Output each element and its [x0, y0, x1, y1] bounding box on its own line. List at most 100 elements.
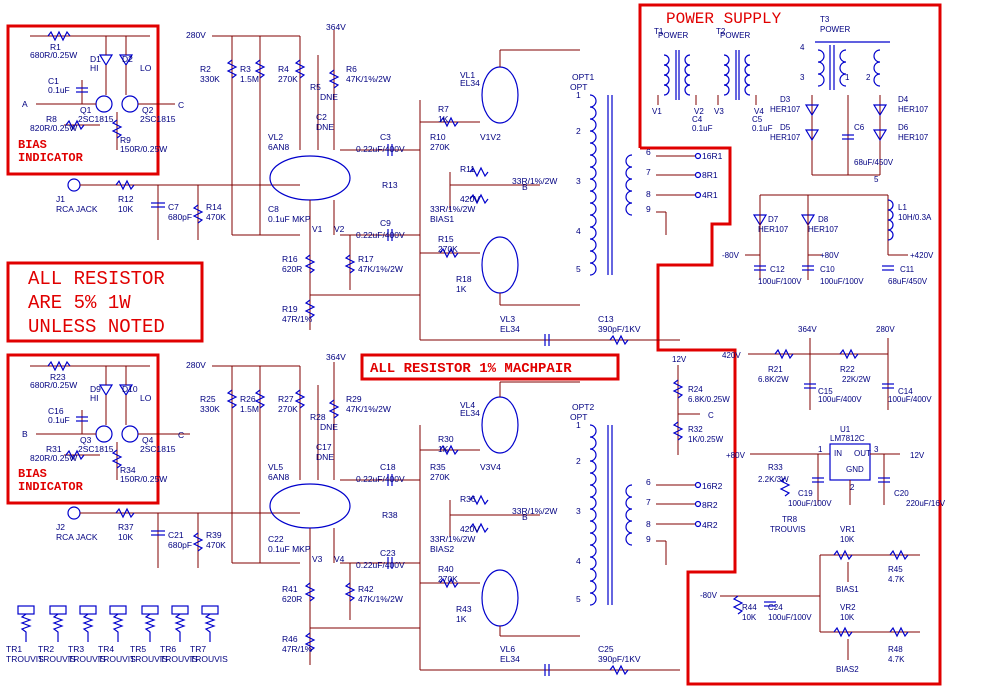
transformer-opt2-secondary-icon: [625, 484, 633, 546]
ps-rect-label: D3: [780, 95, 791, 104]
ch2-bias-label: C: [178, 430, 184, 440]
ch2-driver-label: 47K/1%/2W: [358, 594, 403, 604]
ps-bias-label: 10K: [840, 613, 855, 622]
resistor-note-box: [6, 261, 204, 343]
ch2-output-label: EL34: [500, 654, 520, 664]
diode-d4-icon: [872, 104, 888, 117]
ps-bias-label: BIAS1: [836, 585, 859, 594]
ch1-bias-label: 2SC1815: [78, 114, 114, 124]
ch2-bias-label: R23: [50, 372, 66, 382]
ch1-bias-label: HI: [90, 63, 99, 73]
ch2-opt-label: 7: [646, 497, 651, 507]
ch1-bias-label: 680R/0.25W: [30, 50, 77, 60]
ps-rect-label: D8: [818, 215, 829, 224]
ps-reg-label: U1: [840, 425, 851, 434]
ps-bias-label: R44: [742, 603, 757, 612]
ch1-driver-label: 364V: [326, 22, 346, 32]
ch1-output-label: 33R/1%/2W: [512, 176, 557, 186]
ch2-driver-label: R46: [282, 634, 298, 644]
ch2-opt-label: OPT: [570, 412, 587, 422]
ps-bias-label: VR2: [840, 603, 856, 612]
trimmer-tr6-icon[interactable]: [171, 605, 189, 615]
ps-reg-label: 100uF/100V: [788, 499, 832, 508]
trimmer-tr3-icon[interactable]: [79, 605, 97, 615]
ch2-driver-label: 1.5M: [240, 404, 259, 414]
bias-indicator-title-1b: INDICATOR: [18, 151, 84, 165]
ps-rails-label: 68uF/450V: [888, 277, 928, 286]
trimmer-row: TR1TROUVISTR2TROUVISTR3TROUVISTR4TROUVIS…: [6, 605, 228, 664]
ch1-bias-label: 820R/0.25W: [30, 123, 77, 133]
ch2-driver-label: C17: [316, 442, 332, 452]
bias-indicator-box-1: [6, 24, 160, 176]
ch2-driver-label: R41: [282, 584, 298, 594]
ps-bias-label: VR1: [840, 525, 856, 534]
ch1-driver-label: C3: [380, 132, 391, 142]
ch1-driver-label: R2: [200, 64, 211, 74]
ch1-output-label: R10: [430, 132, 446, 142]
trimmer-tr7-icon[interactable]: [201, 605, 219, 615]
ch1-driver-label: R3: [240, 64, 251, 74]
ch2-output-label: 1K: [456, 614, 467, 624]
ch2-opt-label: 5: [576, 594, 581, 604]
ps-filter-label: 100uF/400V: [818, 395, 862, 404]
ch1-driver-label: R5: [310, 82, 321, 92]
ch2-driver-label: DNE: [316, 452, 334, 462]
ps-aux-label: R24: [688, 385, 703, 394]
ch1-output-label: R11: [460, 164, 475, 174]
bias-indicator-title-2a: BIAS: [18, 467, 47, 481]
trimmer-tr5-icon[interactable]: [141, 605, 159, 615]
ch2-output-label: R43: [456, 604, 472, 614]
ps-xfmr-label: 2: [866, 73, 871, 82]
ch2-input-label: 10K: [118, 532, 133, 542]
ch1-bias-label: D2: [122, 54, 133, 64]
ch1-input-label: C7: [168, 202, 179, 212]
note-unless-noted: UNLESS NOTED: [28, 316, 165, 338]
ch1-output-label: 390pF/1KV: [598, 324, 641, 334]
ps-xfmr-label: 3: [800, 73, 805, 82]
ch1-opt-label: 3: [576, 176, 581, 186]
ch1-output-label: R7: [438, 104, 449, 114]
tube-vl2-icon: [269, 155, 351, 201]
ch1-opt-label: 1: [576, 90, 581, 100]
ps-rect-label: 68uF/450V: [854, 158, 894, 167]
power-supply-box: [638, 3, 942, 686]
pot-vr1-icon[interactable]: [833, 549, 853, 561]
ch2-driver-label: 330K: [200, 404, 220, 414]
ps-filter-label: 364V: [798, 325, 817, 334]
ch1-opt-label: 4R1: [702, 190, 718, 200]
ch1-output-label: R13: [382, 180, 398, 190]
ch2-output-label: 33R/1%/2W: [512, 506, 557, 516]
ch1-output-label: 1K: [438, 114, 449, 124]
ps-rect-label: D4: [898, 95, 909, 104]
ch1-driver-label: 47R/1%: [282, 314, 313, 324]
ps-xfmr-label: C5: [752, 115, 763, 124]
rca-jack-j2-icon[interactable]: [67, 506, 81, 520]
ch1-bias-label: R9: [120, 135, 131, 145]
ps-reg-label: R33: [768, 463, 783, 472]
trimmer-tr2-icon[interactable]: [49, 605, 67, 615]
ch2-bias-label: B: [22, 429, 28, 439]
ch1-driver-label: R4: [278, 64, 289, 74]
pot-vr2-icon[interactable]: [833, 626, 853, 638]
ch1-driver-label: 1.5M: [240, 74, 259, 84]
trimmer-tr4-icon[interactable]: [109, 605, 127, 615]
ch1-driver-label: 6AN8: [268, 142, 290, 152]
ch1-driver-label: R17: [358, 254, 374, 264]
ch2-driver-label: C22: [268, 534, 284, 544]
ch1-opt-label: 8R1: [702, 170, 718, 180]
ps-reg-label: 220uF/16V: [906, 499, 946, 508]
rca-jack-j1-icon[interactable]: [67, 178, 81, 192]
ps-bias-label: 10K: [840, 535, 855, 544]
ch1-input-label: J1: [56, 194, 65, 204]
ch2-opt-label: 4: [576, 556, 581, 566]
ch1-input-label: 470K: [206, 212, 226, 222]
ch2-input-label: RCA JACK: [56, 532, 98, 542]
ch2-driver-label: R26: [240, 394, 256, 404]
trimmer-label: TR6: [160, 644, 176, 654]
ps-bias-label: C24: [768, 603, 783, 612]
ps-rails-label: C10: [820, 265, 835, 274]
ch1-output-label: B: [522, 182, 528, 192]
trimmer-tr1-icon[interactable]: [17, 605, 35, 615]
ch1-opt-label: 2: [576, 126, 581, 136]
ps-filter-label: 6.8K/2W: [758, 375, 789, 384]
